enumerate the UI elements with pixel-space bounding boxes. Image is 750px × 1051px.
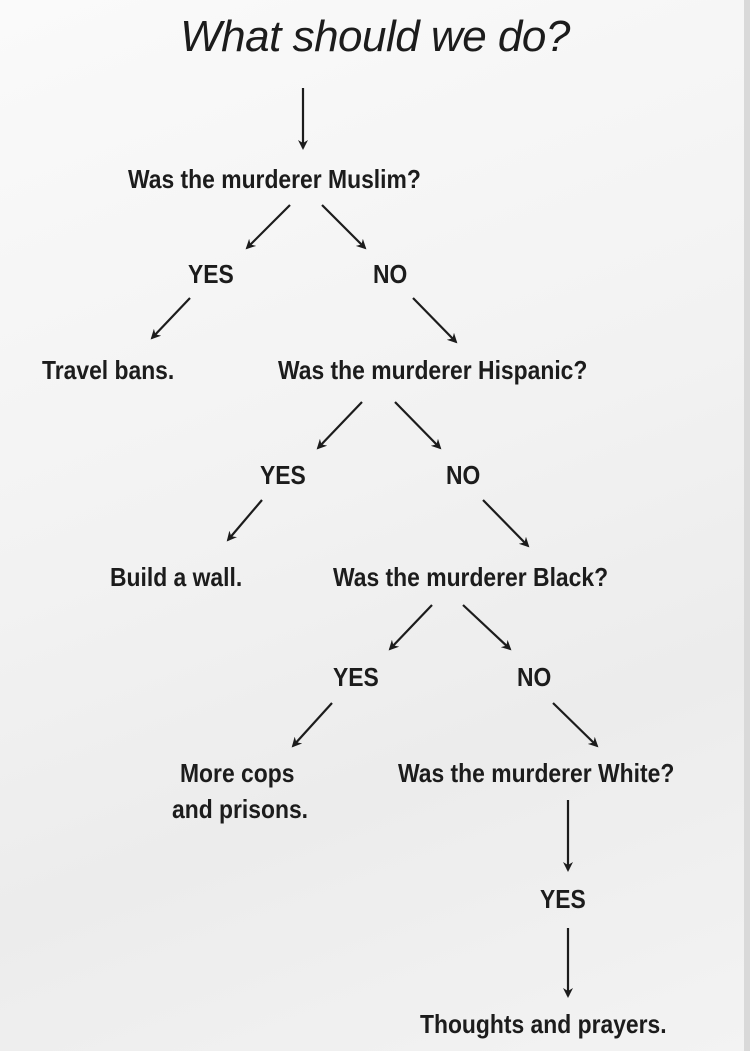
question-hispanic: Was the murderer Hispanic? <box>278 355 588 385</box>
question-white: Was the murderer White? <box>398 758 675 788</box>
outcome-more-cops-line2: and prisons. <box>172 794 309 824</box>
arrow-yes-travel <box>150 297 191 340</box>
answer-yes-3: YES <box>333 662 379 692</box>
arrow-hispanic-yes <box>316 401 363 450</box>
arrow-black-yes <box>388 604 433 651</box>
arrow-muslim-no <box>321 204 367 250</box>
answer-yes-2: YES <box>260 460 306 490</box>
answer-yes-4: YES <box>540 884 586 914</box>
answer-no-2: NO <box>446 460 481 490</box>
outcome-thoughts-prayers: Thoughts and prayers. <box>420 1009 667 1039</box>
question-black: Was the murderer Black? <box>333 562 609 592</box>
arrow-yes-wall <box>226 499 263 542</box>
arrow-muslim-yes <box>245 204 291 250</box>
page-title: What should we do? <box>180 12 570 61</box>
question-muslim: Was the murderer Muslim? <box>128 164 421 194</box>
screen-edge-strip <box>744 0 750 1051</box>
arrow-no-hispanic <box>412 297 458 344</box>
arrow-no-black <box>482 499 530 548</box>
answer-no-1: NO <box>373 259 408 289</box>
outcome-travel-bans: Travel bans. <box>42 355 175 385</box>
arrow-black-no <box>462 604 512 651</box>
outcome-more-cops-line1: More cops <box>180 758 295 788</box>
answer-yes-1: YES <box>188 259 234 289</box>
arrow-hispanic-no <box>394 401 442 450</box>
arrow-yes-cops <box>291 702 333 748</box>
arrow-no-white <box>552 702 599 748</box>
answer-no-3: NO <box>517 662 552 692</box>
outcome-build-wall: Build a wall. <box>110 562 243 592</box>
